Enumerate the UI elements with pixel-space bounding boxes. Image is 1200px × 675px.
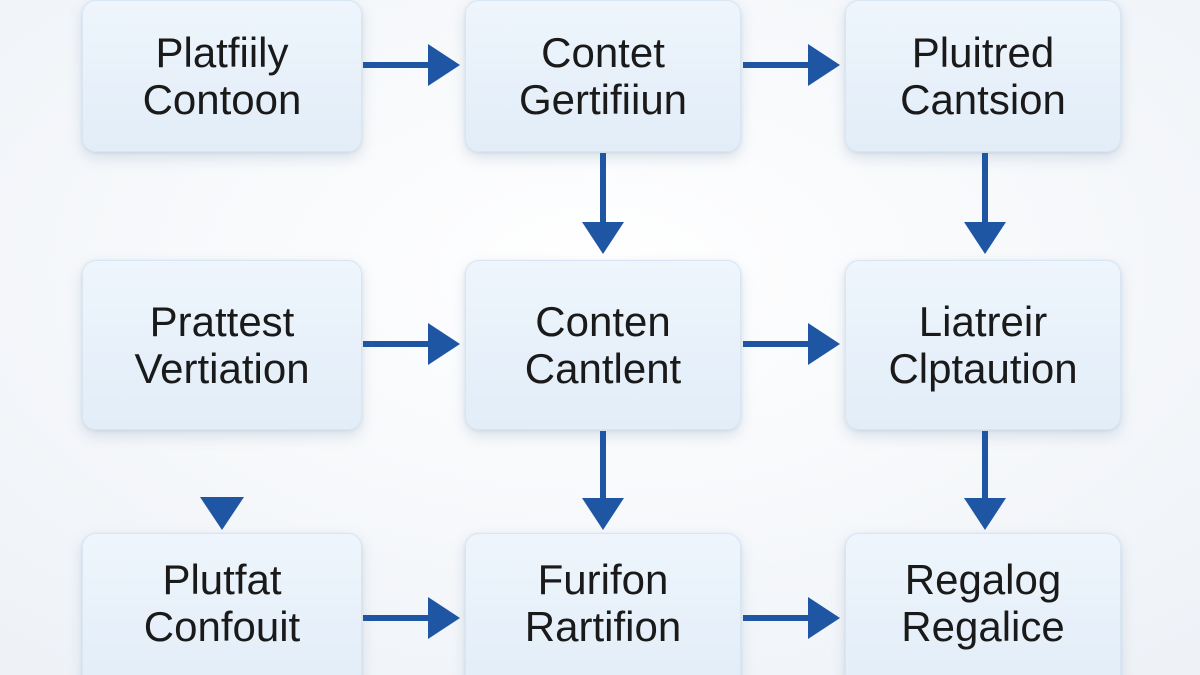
node-prattest-vertiation: Prattest Vertiation bbox=[82, 260, 362, 430]
node-label-line1: Pluitred bbox=[911, 29, 1055, 76]
node-platfiily-contoon: Platfiily Contoon bbox=[82, 0, 362, 152]
node-liatreir-clptaution: Liatreir Clptaution bbox=[845, 260, 1121, 430]
node-label-line1: Platfiily bbox=[155, 29, 289, 76]
node-conten-cantlent: Conten Cantlent bbox=[465, 260, 741, 430]
node-label-line2: Rartifion bbox=[524, 603, 682, 650]
node-label-line1: Liatreir bbox=[918, 298, 1048, 345]
node-plutfat-confouit: Plutfat Confouit bbox=[82, 533, 362, 675]
node-label-line2: Clptaution bbox=[888, 345, 1078, 392]
node-label-line2: Cantlent bbox=[524, 345, 682, 392]
node-label-line1: Conten bbox=[535, 298, 671, 345]
node-label-line2: Regalice bbox=[901, 603, 1065, 650]
node-label-line2: Cantsion bbox=[900, 76, 1066, 123]
node-regalog-regalice: Regalog Regalice bbox=[845, 533, 1121, 675]
node-label-line2: Confouit bbox=[143, 603, 301, 650]
node-label-line1: Plutfat bbox=[162, 556, 282, 603]
node-label-line2: Gertifiiun bbox=[518, 76, 688, 123]
node-label-line1: Contet bbox=[541, 29, 665, 76]
node-label-line1: Regalog bbox=[904, 556, 1062, 603]
node-label-line1: Furifon bbox=[537, 556, 669, 603]
node-label-line2: Contoon bbox=[142, 76, 302, 123]
node-contet-gertifiiun: Contet Gertifiiun bbox=[465, 0, 741, 152]
node-label-line2: Vertiation bbox=[134, 345, 310, 392]
node-label-line1: Prattest bbox=[149, 298, 295, 345]
node-furifon-rartifion: Furifon Rartifion bbox=[465, 533, 741, 675]
node-pluitred-cantsion: Pluitred Cantsion bbox=[845, 0, 1121, 152]
